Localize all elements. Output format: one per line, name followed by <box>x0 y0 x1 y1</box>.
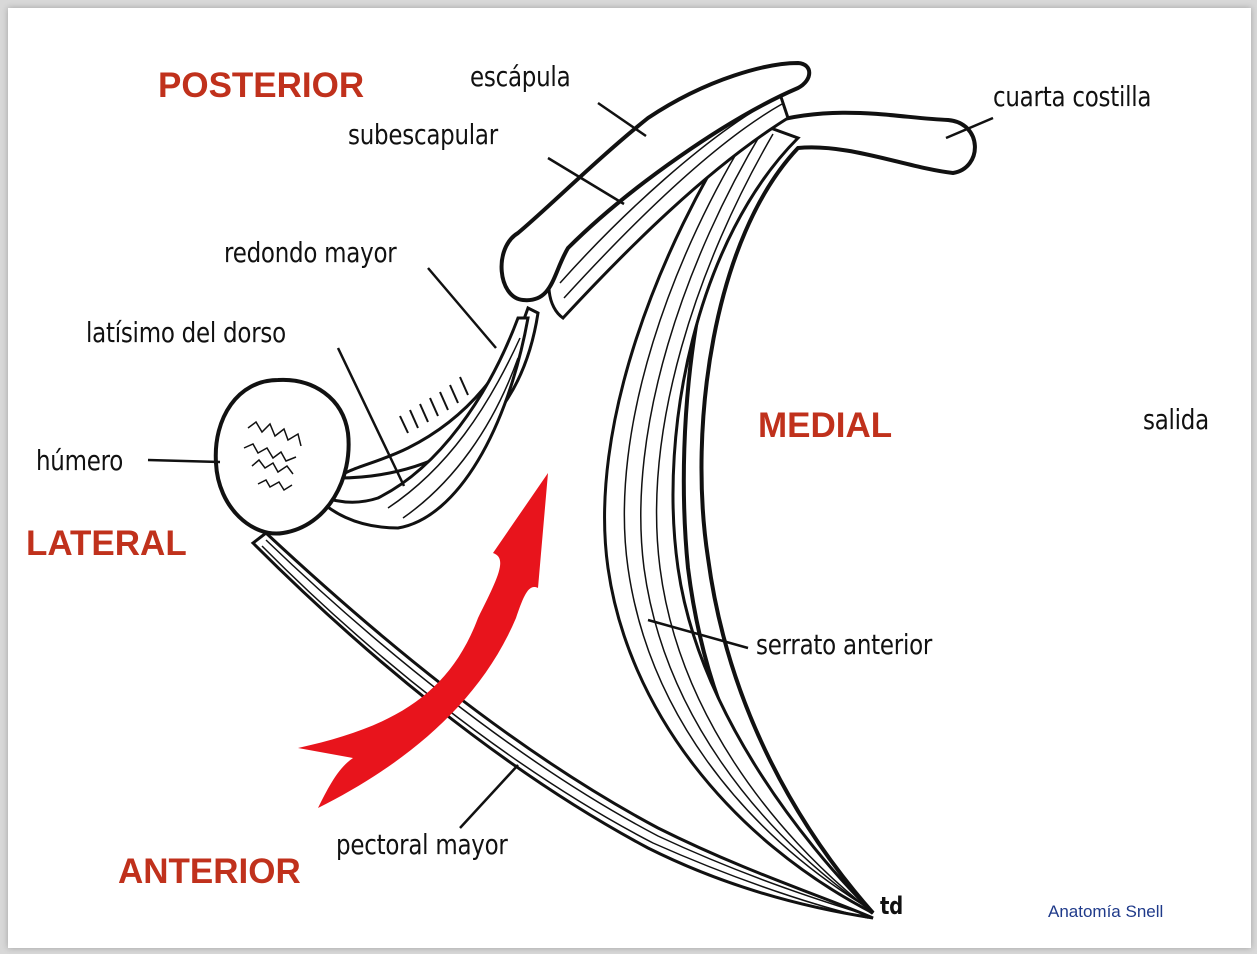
label-humero: húmero <box>36 444 123 477</box>
label-pectoral: pectoral mayor <box>336 828 508 861</box>
label-serrato: serrato anterior <box>756 628 932 661</box>
direction-anterior: ANTERIOR <box>118 852 301 892</box>
label-subescapular: subescapular <box>348 118 498 151</box>
direction-posterior: POSTERIOR <box>158 66 364 106</box>
label-td: td <box>880 892 903 920</box>
direction-lateral: LATERAL <box>26 524 187 564</box>
label-latisimo: latísimo del dorso <box>86 316 286 349</box>
label-salida: salida <box>1143 403 1209 436</box>
pectoralis-fibers <box>262 540 870 918</box>
source-credit: Anatomía Snell <box>1048 902 1163 922</box>
humerus-bone <box>216 380 349 534</box>
label-escapula: escápula <box>470 60 570 93</box>
label-redondo-mayor: redondo mayor <box>224 236 396 269</box>
axilla-cross-section-drawing <box>8 8 1251 948</box>
label-cuarta-costilla: cuarta costilla <box>993 80 1151 113</box>
diagram-frame: POSTERIOR MEDIAL LATERAL ANTERIOR escápu… <box>8 8 1251 948</box>
direction-medial: MEDIAL <box>758 406 892 446</box>
